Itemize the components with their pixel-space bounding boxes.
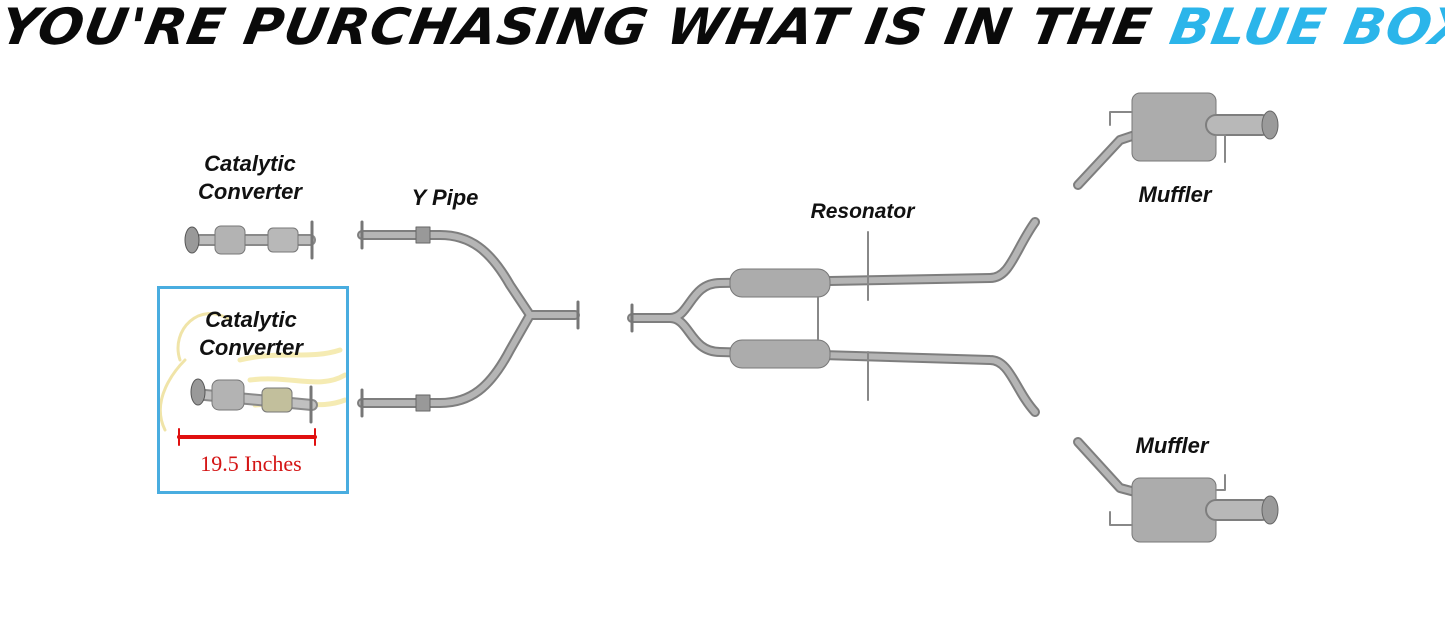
muffler-top-part <box>1073 92 1279 190</box>
label-y-pipe: Y Pipe <box>411 185 479 210</box>
label-catalytic-converter-top: Catalytic Converter <box>180 150 320 206</box>
label-muffler-top: Muffler <box>1138 182 1212 207</box>
label-line: Converter <box>199 335 303 360</box>
selected-part-box <box>157 286 349 494</box>
catalytic-converter-selected-part <box>158 312 348 432</box>
catalytic-converter-top-part <box>184 220 316 260</box>
measurement-label: 19.5 Inches <box>200 451 302 476</box>
muffler-bottom-part <box>1073 437 1279 543</box>
label-line: Catalytic <box>204 151 296 176</box>
resonator-part <box>627 217 1040 417</box>
label-resonator: Resonator <box>810 200 915 223</box>
label-line: Converter <box>198 179 302 204</box>
y-pipe-part <box>357 220 580 418</box>
measurement-line <box>177 428 317 446</box>
label-line: Catalytic <box>205 307 297 332</box>
label-catalytic-converter-selected: Catalytic Converter <box>178 306 324 362</box>
label-muffler-bottom: Muffler <box>1135 433 1209 458</box>
